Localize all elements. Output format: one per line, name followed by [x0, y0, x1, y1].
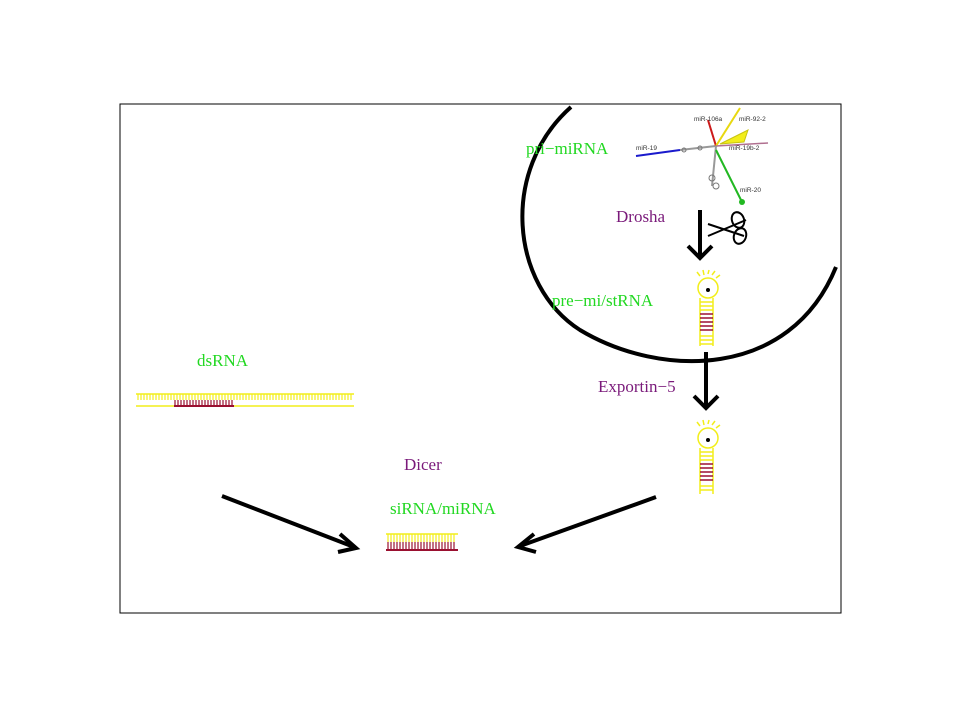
- arrow-down-icon: [686, 210, 714, 261]
- label-pre-mi-strna: pre−mi/stRNA: [552, 291, 654, 310]
- arrow-down-icon: [692, 352, 720, 411]
- dsrna-duplex: [136, 393, 354, 407]
- cluster-label-mir-19b-2: miR-19b-2: [729, 145, 760, 152]
- scissors-icon: [707, 211, 748, 245]
- sirna-duplex: [386, 533, 458, 551]
- label-sirna-mirna: siRNA/miRNA: [390, 499, 497, 518]
- label-exportin: Exportin−5: [598, 377, 676, 396]
- mirna-cluster-icon: miR-106a miR-92-2 miR-19 miR-19b-2 miR-2…: [635, 107, 769, 205]
- cluster-label-mir-106a: miR-106a: [694, 116, 723, 123]
- label-pri-mirna: pri−miRNA: [526, 139, 609, 158]
- arrow-icon: [221, 494, 361, 554]
- cluster-label-mir-19: miR-19: [636, 145, 657, 152]
- hairpin-rna-icon: [696, 419, 721, 494]
- cluster-label-mir-20: miR-20: [740, 187, 761, 194]
- hairpin-rna-icon: [696, 269, 721, 346]
- nucleus-membrane: [520, 105, 838, 364]
- cluster-label-mir-92-2: miR-92-2: [739, 116, 766, 123]
- arrow-icon: [513, 495, 657, 554]
- diagram-frame: [119, 103, 842, 614]
- label-dicer: Dicer: [404, 455, 442, 474]
- label-drosha: Drosha: [616, 207, 666, 226]
- label-dsrna: dsRNA: [197, 351, 249, 370]
